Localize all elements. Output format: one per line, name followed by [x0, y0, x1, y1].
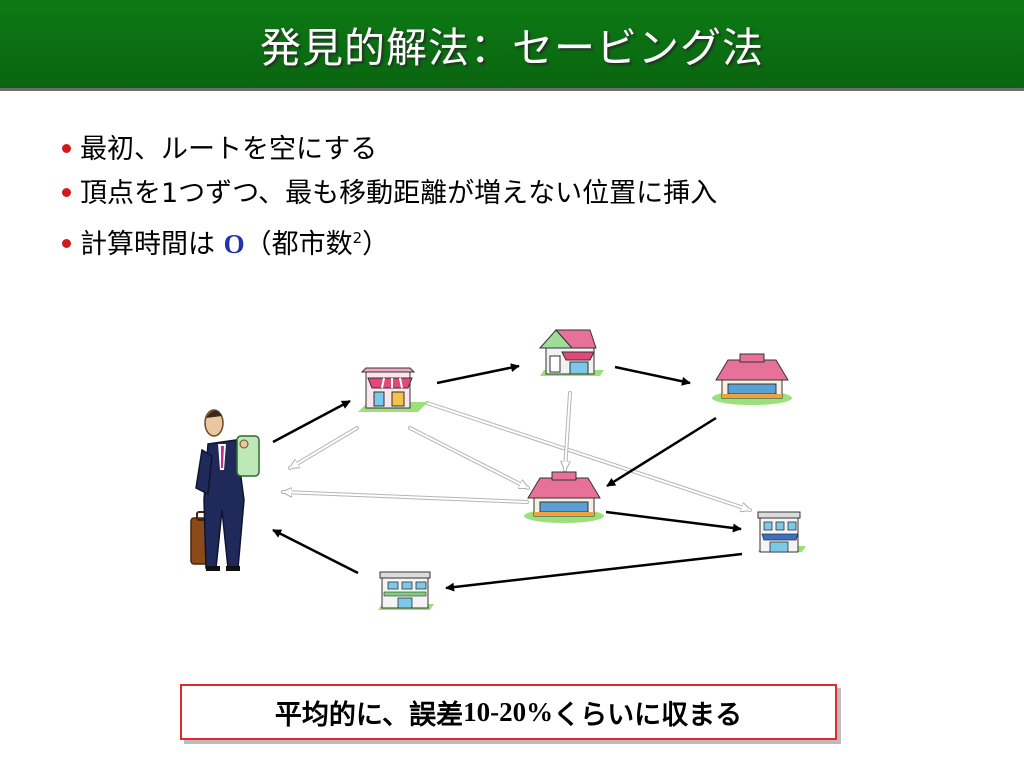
route-edge: [272, 399, 351, 444]
exponent: 2: [352, 229, 363, 247]
route-edge: [272, 528, 359, 575]
candidate-edge: [565, 391, 572, 472]
bullet-item: 計算時間は O（都市数2）: [62, 216, 717, 267]
bullet-text: 最初、ルートを空にする: [80, 134, 378, 165]
bullet-item: 最初、ルートを空にする: [62, 128, 717, 172]
shop-icon: [358, 367, 428, 412]
candidate-edge: [288, 426, 359, 470]
callout-text-pre: 平均的に、誤差: [274, 699, 464, 731]
callout-error-range: 10-20: [463, 696, 527, 727]
office-icon: [378, 571, 434, 610]
bullet-list: 最初、ルートを空にする 頂点を1つずつ、最も移動距離が増えない位置に挿入 計算時…: [62, 128, 717, 267]
route-edge: [614, 365, 691, 386]
office-icon: [757, 511, 806, 553]
route-edge: [445, 552, 743, 592]
bullet-dot-icon: [62, 239, 71, 248]
candidate-edges: [281, 391, 750, 510]
complexity-argument: 都市数: [271, 229, 353, 260]
slide-title: 発見的解法：セービング法: [260, 24, 764, 72]
bullet-dot-icon: [62, 144, 71, 153]
bullet-prefix: 計算時間は: [80, 229, 224, 260]
paren-open: （: [244, 229, 272, 260]
salesman-icon: [190, 409, 260, 571]
paren-close: ）: [362, 229, 390, 260]
title-bar: 発見的解法：セービング法: [0, 0, 1024, 88]
route-edge: [606, 416, 717, 488]
bullet-text: 頂点を1つずつ、最も移動距離が増えない位置に挿入: [80, 178, 718, 209]
bullet-dot-icon: [62, 188, 71, 197]
candidate-edge: [281, 492, 529, 504]
big-o-symbol: O: [223, 229, 245, 259]
bullet-item: 頂点を1つずつ、最も移動距離が増えない位置に挿入: [62, 172, 717, 216]
route-edges: [272, 363, 743, 592]
restaurant-icon: [712, 353, 792, 405]
store-icon: [538, 329, 604, 376]
route-edge: [436, 363, 520, 385]
candidate-edge: [425, 401, 750, 510]
route-edge: [605, 510, 742, 533]
restaurant-icon: [524, 471, 604, 523]
callout-text-post: くらいに収まる: [553, 699, 743, 731]
candidate-edge: [408, 426, 530, 490]
callout-percent: %: [526, 696, 554, 727]
